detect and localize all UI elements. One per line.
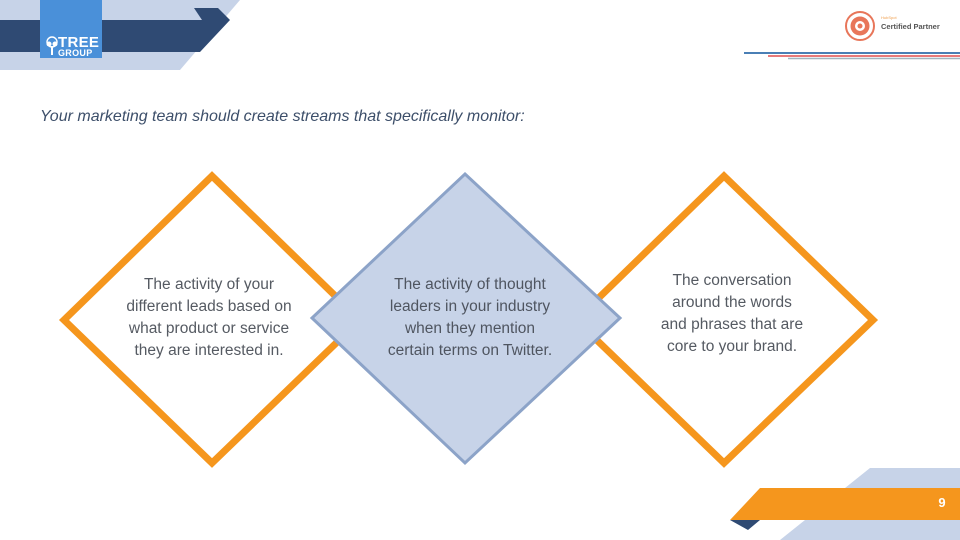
partner-brand-label: HubSpot (881, 15, 897, 20)
diamond-center-text: The activity of thought leaders in your … (387, 276, 553, 359)
diamond-left (58, 171, 366, 468)
partner-label: Certified Partner (881, 22, 940, 31)
intro-text: Your marketing team should create stream… (40, 108, 525, 125)
diamond-left-text: The activity of your different leads bas… (126, 276, 292, 359)
diamond-right-text: The conversation around the words and ph… (660, 272, 804, 355)
hubspot-badge-icon (845, 11, 875, 41)
company-logo (40, 0, 102, 58)
diamond-center (309, 171, 623, 466)
header-lines (744, 52, 960, 60)
logo-text-group: GROUP (58, 48, 93, 58)
logo-text-tree: TREE (58, 34, 100, 51)
tree-icon (46, 36, 58, 55)
diamond-right (570, 171, 879, 468)
page-number: 9 (938, 495, 946, 510)
footer-decoration (730, 468, 960, 540)
